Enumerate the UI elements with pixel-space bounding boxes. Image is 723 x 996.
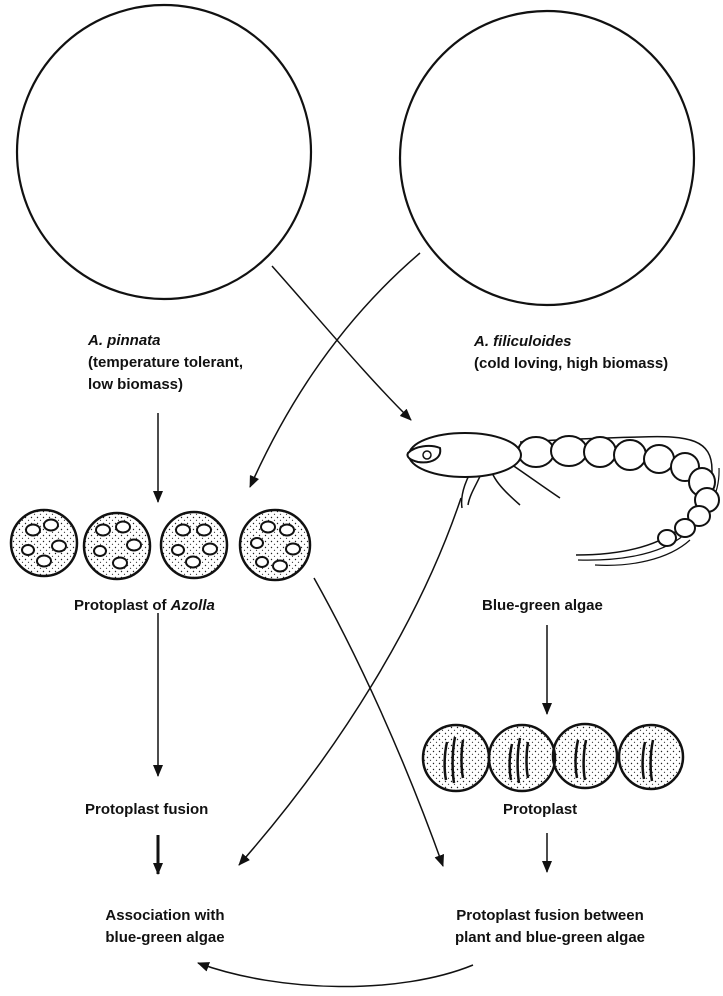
protoplast-of-azolla-name: Azolla (171, 597, 215, 614)
species-left-desc-line1: (temperature tolerant, (88, 352, 243, 374)
algae-protoplast-icon (489, 725, 555, 791)
azolla-protoplast-icon (11, 510, 77, 576)
protoplast-of-azolla-prefix: Protoplast of (74, 597, 171, 614)
protoplast-of-azolla-label: Protoplast of Azolla (74, 595, 215, 617)
azolla-pinnata-circle (17, 5, 311, 299)
blue-green-algae-label: Blue-green algae (482, 595, 603, 617)
arrow-fusion-between-to-association (198, 963, 473, 987)
azolla-filiculoides-circle (400, 11, 694, 305)
arrow-azolla-protoplast-to-fusion-between (314, 578, 443, 866)
azolla-protoplast-icon (84, 513, 150, 579)
blue-green-algae-filament-icon (407, 433, 719, 565)
azolla-protoplast-cells (11, 510, 310, 580)
algae-protoplast-icon (619, 725, 683, 789)
association-line1: Association with (70, 905, 260, 927)
fusion-between-line1: Protoplast fusion between (420, 905, 680, 927)
association-line2: blue-green algae (70, 927, 260, 949)
association-label: Association with blue-green algae (70, 905, 260, 949)
species-left-name: A. pinnata (88, 330, 243, 352)
species-right-label: A. filiculoides (cold loving, high bioma… (474, 331, 668, 375)
protoplast-fusion-label: Protoplast fusion (85, 799, 208, 821)
species-right-name: A. filiculoides (474, 331, 668, 353)
arrow-pinnata-to-algae (272, 266, 411, 420)
species-left-desc-line2: low biomass) (88, 374, 243, 396)
species-left-label: A. pinnata (temperature tolerant, low bi… (88, 330, 243, 396)
protoplast-label: Protoplast (503, 799, 577, 821)
species-right-desc: (cold loving, high biomass) (474, 353, 668, 375)
fusion-between-label: Protoplast fusion between plant and blue… (420, 905, 680, 949)
algae-protoplast-icon (423, 725, 489, 791)
algae-protoplast-icon (553, 724, 617, 788)
arrow-filiculoides-to-azolla-protoplast (250, 253, 420, 487)
algae-protoplast-cells (423, 724, 683, 791)
fusion-between-line2: plant and blue-green algae (420, 927, 680, 949)
azolla-protoplast-icon (161, 512, 227, 578)
azolla-protoplast-icon (240, 510, 310, 580)
